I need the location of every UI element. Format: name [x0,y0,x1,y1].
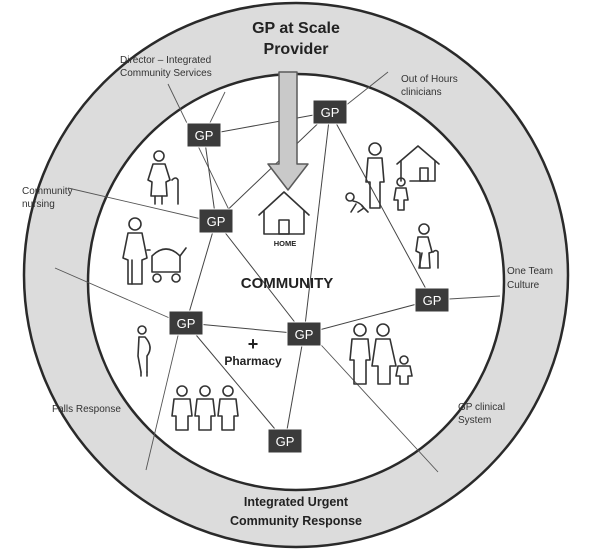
family-house-icon [365,142,440,211]
gp-box-label: GP [321,105,340,120]
house-icon [258,191,310,235]
gp-box-background [414,287,450,313]
ring-label-one-team-line-2: Culture [507,280,540,291]
divider-line-falls [54,267,182,324]
ring-label-community-nursing-line-2: nursing [22,199,55,210]
pharmacy-label: Pharmacy [224,354,282,368]
gp-box-label: GP [177,316,196,331]
ring-label-gp-clinical-system: GP clinical System [458,402,505,426]
network-line [185,220,217,324]
downward-arrow [267,71,309,191]
gp-box: GP [267,428,303,454]
network-line [185,322,305,335]
divider-line-gp-clinical [310,333,439,473]
group-of-people-icon [171,385,239,431]
elderly-man-with-cane-icon [415,223,439,269]
network-line [203,134,217,222]
elderly-woman-with-cane-icon [147,150,179,205]
ring-label-out-of-hours-line-2: clinicians [401,87,442,98]
gp-box: GP [312,99,348,125]
gp-box-label: GP [295,327,314,342]
divider-line-bottom-left [145,322,182,471]
ring-label-director-line-2: Community Services [120,68,212,79]
ring-label-director-line-1: Director – Integrated [120,55,211,66]
gp-box-background [168,310,204,336]
parent-with-pram-icon [122,217,187,285]
arrow-down-icon [267,71,309,191]
gp-box-background [198,208,234,234]
ring-label-falls-response: Falls Response [52,404,121,415]
gp-box-label: GP [276,434,295,449]
network-line [329,111,433,301]
gp-box: GP [186,122,222,148]
gp-box: GP [414,287,450,313]
divider-line-nursing [67,187,211,222]
house-roof [258,191,310,216]
ring-label-out-of-hours: Out of Hours clinicians [401,74,458,98]
gp-box-background [186,122,222,148]
divider-line-director [167,83,231,213]
title-line-1: GP at Scale [252,20,340,37]
gp-box-label: GP [423,293,442,308]
bottom-label-line-1: Integrated Urgent [244,495,349,509]
family-icon [349,323,413,385]
gp-box-background [286,321,322,347]
ring-label-community-nursing: Community nursing [22,186,73,210]
network-line [203,111,331,136]
house-door [278,219,290,235]
community-label: COMMUNITY [241,275,334,292]
network-line [215,220,305,335]
ring-label-gp-clinical-system-line-1: GP clinical [458,402,505,413]
network-line [284,333,305,442]
ring-label-one-team: One Team Culture [507,266,553,291]
pharmacy-cross-icon: + [248,334,259,354]
ring-label-director: Director – Integrated Community Services [120,55,212,79]
ring-label-community-nursing-line-1: Community [22,186,73,197]
gp-box-label: GP [207,214,226,229]
network-line [185,322,286,442]
gp-box-label: GP [195,128,214,143]
title-line-2: Provider [264,41,329,58]
crawling-baby-icon [345,192,369,213]
gp-nodes: GP GP GP GP GP GP GP [168,99,450,454]
pregnant-woman-icon [137,325,151,377]
ring-label-one-team-line-1: One Team [507,266,553,277]
network-line [303,111,331,335]
ring-label-out-of-hours-line-1: Out of Hours [401,74,458,85]
gp-box: GP [286,321,322,347]
home-label: HOME [274,239,297,248]
gp-box: GP [168,310,204,336]
bottom-label-line-2: Community Response [230,514,362,528]
gp-box: GP [198,208,234,234]
network-line [303,299,433,335]
ring-label-falls-response-line-1: Falls Response [52,404,121,415]
gp-box-background [312,99,348,125]
gp-box-background [267,428,303,454]
ring-label-gp-clinical-system-line-2: System [458,415,491,426]
